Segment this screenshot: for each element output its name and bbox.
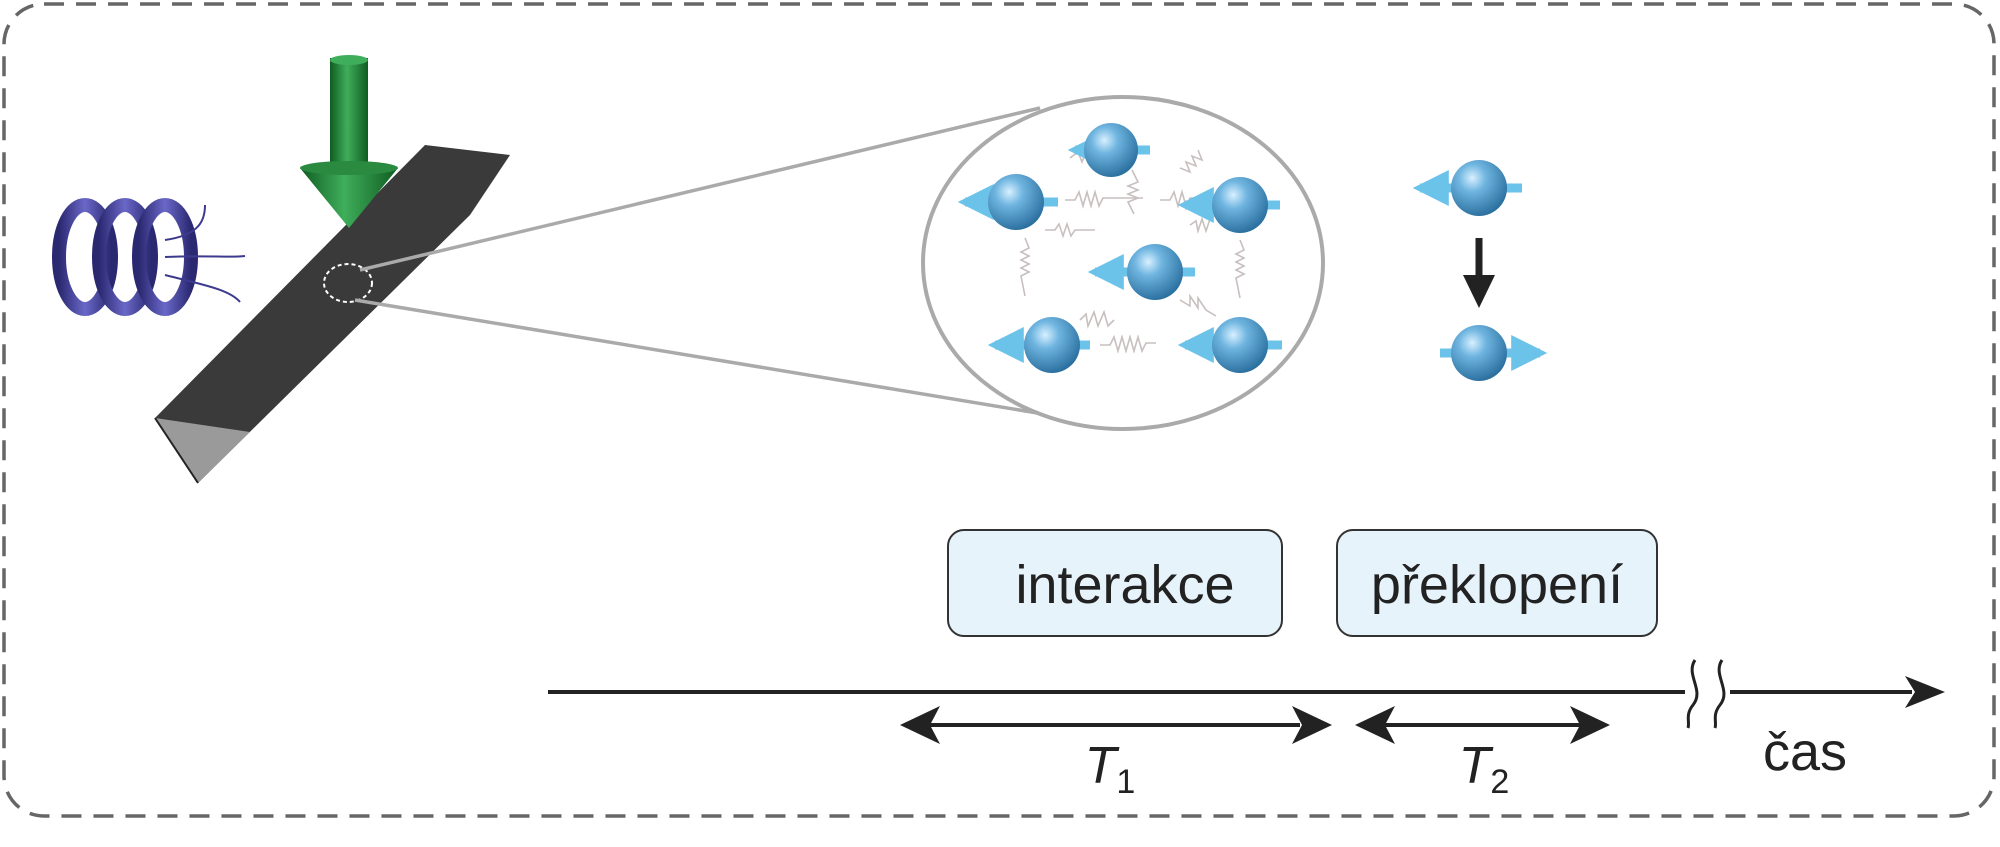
t1-duration-arrow	[900, 706, 1332, 744]
spin-upper-left	[957, 174, 1058, 230]
time-axis-label: čas	[1763, 722, 1847, 782]
cantilever-icon	[154, 145, 510, 484]
spin-before-flip	[1412, 160, 1522, 216]
spin-top	[1067, 123, 1150, 177]
dashed-frame	[2, 2, 1996, 818]
flip-arrow-icon	[1463, 238, 1495, 308]
zoom-line-bottom	[354, 298, 1111, 427]
phase-interaction-label: interakce	[1015, 555, 1234, 615]
zoom-line-top	[359, 106, 1041, 272]
t2-label: T2	[1459, 737, 1510, 801]
spin-lower-right	[1177, 317, 1282, 373]
t1-label: T1	[1085, 737, 1136, 801]
laser-arrow-icon	[300, 55, 398, 228]
spin-after-flip	[1440, 325, 1548, 381]
coil-icon	[52, 198, 246, 316]
phase-interaction-box: interakce	[947, 529, 1283, 637]
t2-duration-arrow	[1355, 706, 1610, 744]
spin-lower-left	[987, 317, 1090, 373]
phase-flip-box: překlopení	[1336, 529, 1658, 637]
spin-center	[1087, 244, 1195, 300]
spin-upper-right	[1177, 177, 1280, 233]
time-axis	[548, 659, 1945, 729]
phase-flip-label: překlopení	[1371, 555, 1623, 615]
